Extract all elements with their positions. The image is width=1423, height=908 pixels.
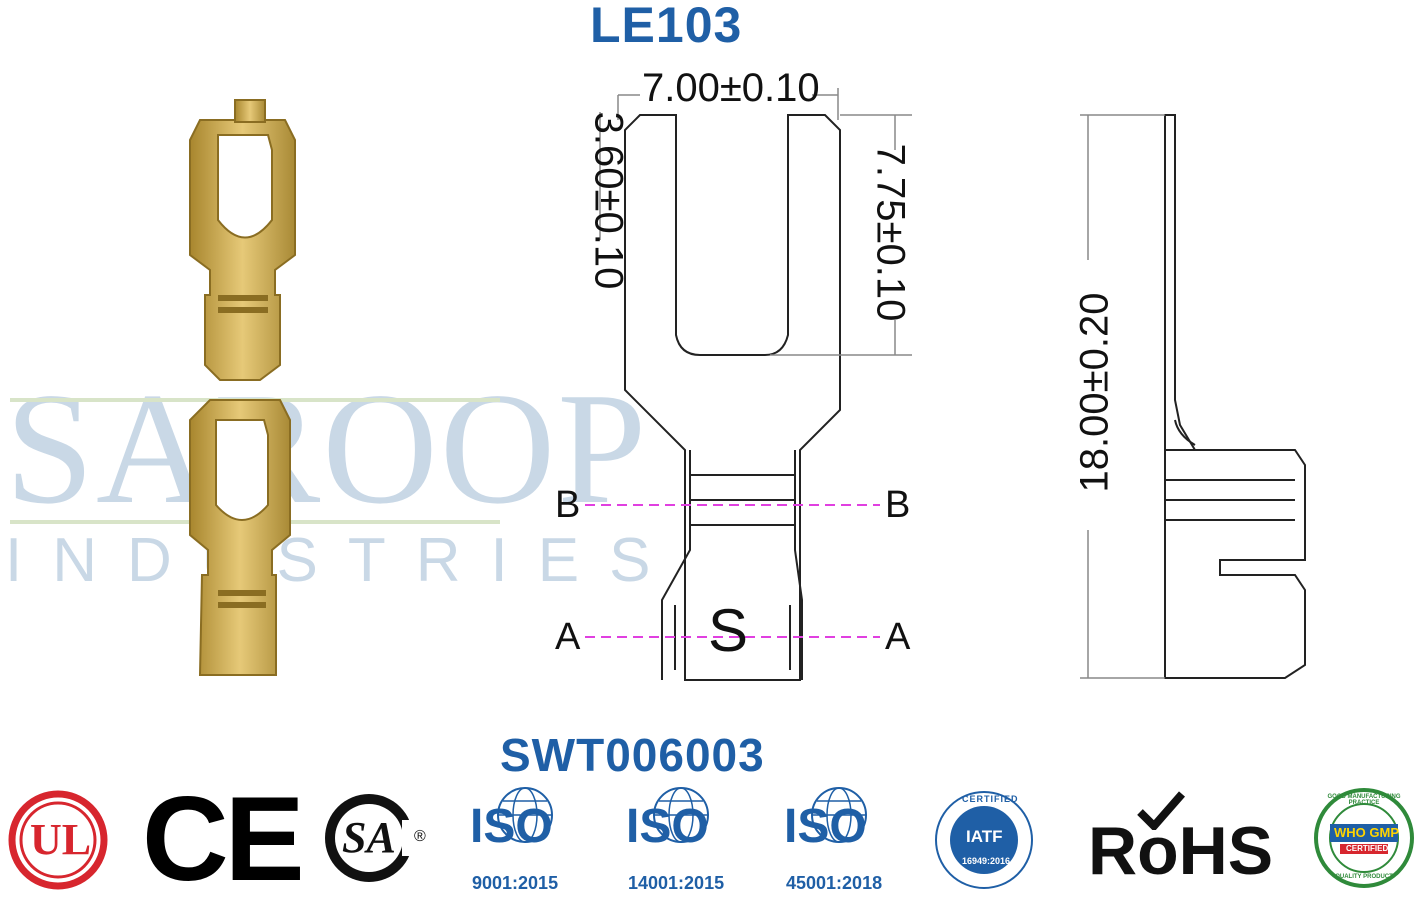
- iso-9001-standard: 9001:2015: [472, 873, 559, 893]
- part-number-title: LE103: [590, 0, 743, 53]
- registered-mark-icon: ®: [414, 828, 426, 845]
- section-a-right-label: A: [885, 616, 911, 658]
- overall-length-dimension: 18.00±0.20: [1072, 292, 1117, 493]
- who-gmp-sub-text: QUALITY PRODUCT: [1335, 874, 1393, 880]
- who-gmp-logo: WHO GMP CERTIFIED GOOD MANUFACTURING PRA…: [1310, 786, 1418, 890]
- side-view-drawing: [1080, 114, 1306, 679]
- width-dimension: 7.00±0.10: [642, 66, 820, 110]
- iso-45001-standard: 45001:2018: [786, 873, 883, 893]
- section-a-left-label: A: [555, 616, 581, 658]
- iatf-standard: 16949:2016: [962, 856, 1011, 866]
- ul-logo: UL: [8, 790, 108, 890]
- checkmark-icon: [1137, 791, 1186, 830]
- rohs-logo: RoHS: [1088, 790, 1273, 890]
- globe-icon: [497, 787, 553, 843]
- iso-45001-logo: ISO 45001:2018: [784, 785, 894, 893]
- product-code: SWT006003: [500, 729, 765, 781]
- fork-length-dimension: 7.75±0.10: [868, 143, 913, 322]
- section-b-right-label: B: [885, 484, 911, 526]
- globe-icon: [811, 787, 867, 843]
- slot-depth-dimension: 3.60±0.10: [586, 111, 631, 290]
- csa-logo: SA ®: [322, 790, 432, 885]
- iatf-logo: CERTIFIED IATF 16949:2016: [934, 790, 1034, 890]
- iso-9001-label: ISO: [470, 800, 553, 853]
- iso-9001-logo: ISO 9001:2015: [470, 785, 580, 893]
- iso-14001-label: ISO: [626, 800, 709, 853]
- who-gmp-ring-text: GOOD MANUFACTURING PRACTICE: [1327, 794, 1401, 806]
- who-gmp-label: WHO GMP: [1334, 825, 1399, 840]
- product-photo: [189, 99, 296, 676]
- iatf-ring-text: CERTIFIED: [962, 794, 1019, 804]
- ce-logo: CE: [142, 772, 305, 906]
- csa-label: SA: [342, 813, 396, 862]
- center-mark: S: [708, 597, 749, 664]
- rohs-label: RoHS: [1088, 813, 1274, 889]
- watermark-company: SAROOP: [5, 359, 649, 537]
- iatf-label: IATF: [966, 827, 1003, 846]
- who-gmp-badge: CERTIFIED: [1346, 844, 1389, 853]
- ul-label: UL: [30, 815, 92, 864]
- globe-icon: [653, 787, 709, 843]
- section-b-left-label: B: [555, 484, 581, 526]
- iso-14001-standard: 14001:2015: [628, 873, 725, 893]
- iso-45001-label: ISO: [784, 800, 867, 853]
- watermark-division: INDUSTRIES: [5, 526, 681, 595]
- front-view-drawing: [585, 88, 912, 681]
- iso-14001-logo: ISO 14001:2015: [626, 785, 736, 893]
